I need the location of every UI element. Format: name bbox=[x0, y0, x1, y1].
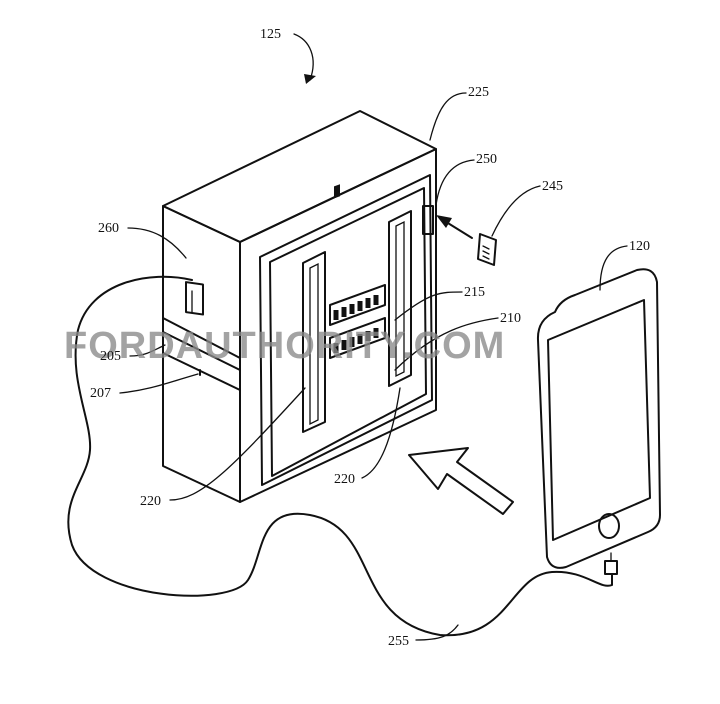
label-260: 260 bbox=[98, 221, 119, 236]
label-255: 255 bbox=[388, 634, 409, 649]
label-120: 120 bbox=[629, 239, 650, 254]
home-button bbox=[599, 514, 619, 538]
large-direction-arrow bbox=[409, 448, 513, 514]
phone-120 bbox=[538, 269, 660, 574]
phone-plug bbox=[605, 561, 617, 574]
label-250: 250 bbox=[476, 152, 497, 167]
label-225: 225 bbox=[468, 85, 489, 100]
label-220-left: 220 bbox=[140, 494, 161, 509]
label-125: 125 bbox=[260, 27, 281, 42]
label-220-right: 220 bbox=[334, 472, 355, 487]
insert-arrow bbox=[436, 215, 472, 238]
label-207: 207 bbox=[90, 386, 111, 401]
label-215: 215 bbox=[464, 285, 485, 300]
label-245: 245 bbox=[542, 179, 563, 194]
label-205: 205 bbox=[100, 349, 121, 364]
label-210: 210 bbox=[500, 311, 521, 326]
watermark-text: FORDAUTHORITY.COM bbox=[64, 325, 505, 367]
port-260 bbox=[186, 282, 203, 314]
card-245 bbox=[478, 234, 496, 265]
cabinet-225 bbox=[163, 111, 436, 502]
